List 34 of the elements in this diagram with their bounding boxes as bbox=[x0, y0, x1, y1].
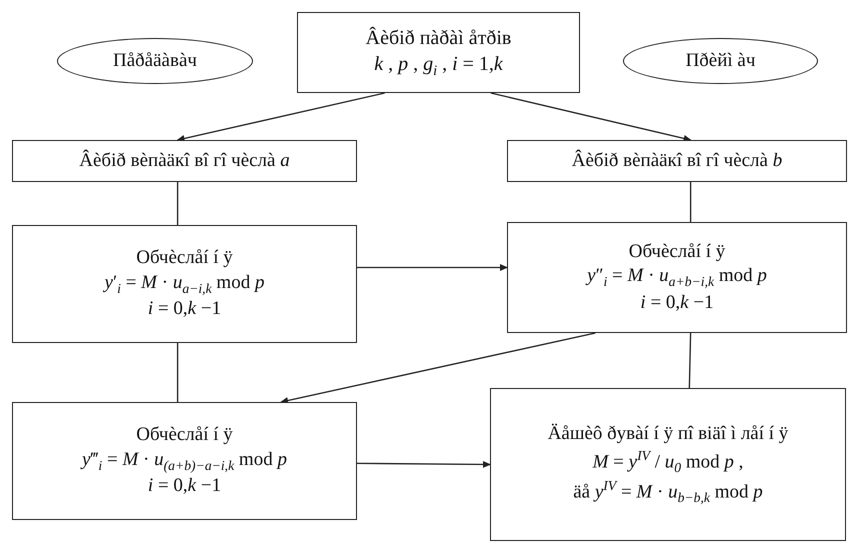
formula: i = 0,k −1 bbox=[148, 297, 222, 322]
connector-line bbox=[688, 332, 692, 388]
box-heading: Äåшèô ðувàí í ÿ пî вiäî ì лåí í ÿ bbox=[548, 422, 788, 446]
box-heading: Âèбið вèпàäкî вî гî чèслà b bbox=[572, 148, 782, 173]
arrow bbox=[357, 460, 491, 468]
box-heading: Пåðåäàвàч bbox=[113, 48, 197, 73]
arrow bbox=[176, 92, 385, 142]
formula: i = 0,k −1 bbox=[148, 474, 222, 498]
formula: y′$_{i}$ = M · u$_{a−i,k}$ mod p bbox=[104, 270, 264, 298]
box-heading: Âèбið пàðàì åтðiв bbox=[366, 26, 512, 51]
process-box bbox=[507, 222, 847, 333]
box-heading: Пðèйì àч bbox=[686, 48, 756, 73]
box-heading: Обчèслåí í ÿ bbox=[628, 240, 726, 264]
formula: y‴$_{i}$ = M · u$_{(a+b)−a−i,k}$ mod p bbox=[82, 448, 287, 474]
box-heading: Обчèслåí í ÿ bbox=[136, 246, 233, 270]
process-box bbox=[12, 402, 357, 520]
box-heading: Обчèслåí í ÿ bbox=[136, 423, 233, 448]
formula: y″$_{i}$ = M · u$_{a+b−i,k}$ mod p bbox=[587, 264, 767, 291]
arrow bbox=[280, 332, 596, 404]
arrow bbox=[357, 264, 508, 271]
box-heading: Âèбið вèпàäкî вî гî чèслà a bbox=[79, 148, 290, 173]
formula: i = 0,k −1 bbox=[640, 290, 714, 315]
connector-line bbox=[176, 182, 178, 225]
process-box bbox=[507, 140, 847, 182]
connector-line bbox=[176, 343, 178, 402]
process-box bbox=[12, 140, 357, 182]
arrow bbox=[490, 92, 692, 142]
formula: k , p , g$_{i}$ , i = 1,k bbox=[374, 52, 503, 80]
formula: M = y$^{IV}$ / u$_{0}$ mod p , bbox=[592, 446, 744, 477]
formula: äå y$^{IV}$ = M · u$_{b−b,k}$ mod p bbox=[573, 476, 763, 507]
connector-line bbox=[690, 182, 692, 222]
process-box bbox=[12, 225, 357, 343]
process-box bbox=[297, 12, 580, 93]
process-box bbox=[490, 388, 846, 541]
